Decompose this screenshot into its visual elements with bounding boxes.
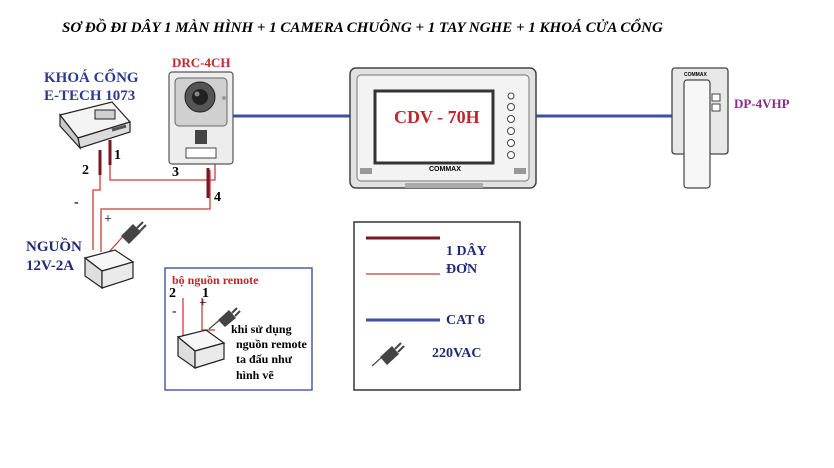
remote-minus-sign: - [172,304,177,319]
gate-lock-label-line1: KHOÁ CỔNG [44,70,139,86]
handset-device [671,67,729,189]
remote-note-line2: nguồn remote [236,337,307,351]
remote-wire-number-1: 1 [202,286,209,301]
thick-dark-wires [98,140,210,198]
diagram-title: SƠ ĐỒ ĐI DÂY 1 MÀN HÌNH + 1 CAMERA CHUÔN… [62,20,663,36]
remote-ac-plug-icon [208,307,241,330]
legend-single-wire-line1: 1 DÂY [446,244,487,259]
legend-ac-plug-icon [371,342,405,367]
power-label-line1: NGUỒN [26,239,82,255]
legend-box-border [353,221,521,391]
wire-number-2: 2 [82,163,89,178]
legend-single-wire-line2: ĐƠN [446,262,478,277]
ac-plug-icon [121,221,147,244]
power-label-line2: 12V-2A [26,258,75,274]
plus-sign: + [104,212,112,227]
gate-lock-device [58,101,132,151]
minus-sign: - [74,195,79,210]
remote-note-line1: khi sử dụng [231,322,292,336]
monitor-label: CDV - 70H [394,107,480,127]
handset-brand: COMMAX [684,72,707,78]
camera-label: DRC-4CH [172,55,231,70]
gate-lock-label-line2: E-TECH 1073 [44,88,136,104]
legend-ac-label: 220VAC [432,346,482,361]
wire-number-4: 4 [214,190,221,205]
wire-number-1: 1 [114,148,121,163]
monitor-device [349,67,537,189]
handset-label: DP-4VHP [734,96,790,111]
remote-power-box-border [164,267,313,391]
remote-note-line3: ta đấu như [236,352,292,366]
wire-number-3: 3 [172,165,179,180]
remote-plus-sign: + [199,296,207,311]
monitor-brand: COMMAX [429,166,461,173]
legend-cat6-label: CAT 6 [446,313,485,328]
remote-wire-number-2: 2 [169,286,176,301]
doorbell-camera-device [168,71,234,165]
remote-note-line4: hình vẽ [236,368,274,382]
power-supply-device [83,249,135,290]
remote-box-title: bộ nguồn remote [172,273,259,287]
remote-power-supply-device [176,329,226,370]
